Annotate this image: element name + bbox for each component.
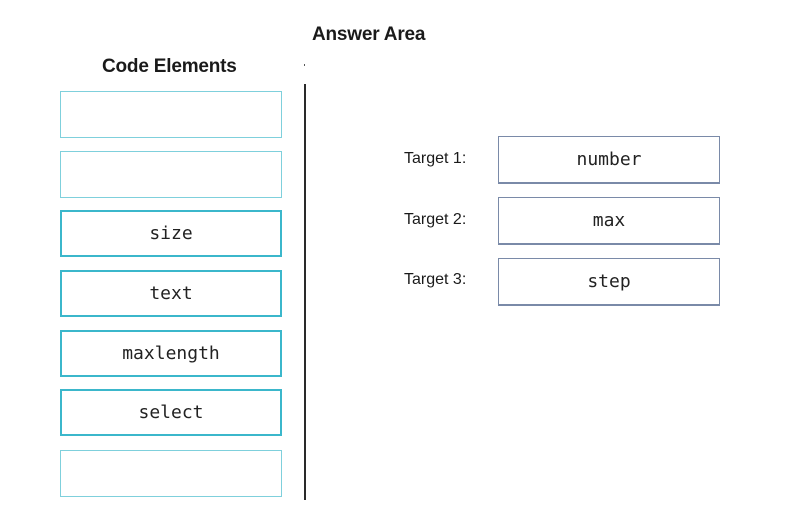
code-element-select[interactable]: select [60,389,282,436]
answer-area-title: Answer Area [312,24,426,45]
target-2-label: Target 2: [404,211,467,228]
code-element-slot-empty[interactable] [60,91,282,138]
code-element-size[interactable]: size [60,210,282,257]
code-elements-title: Code Elements [102,56,237,77]
code-element-slot-empty[interactable] [60,151,282,198]
target-3-drop-box[interactable]: step [498,258,720,306]
target-2-drop-box[interactable]: max [498,197,720,245]
target-3-label: Target 3: [404,271,467,288]
code-element-maxlength[interactable]: maxlength [60,330,282,377]
section-divider [304,84,306,500]
code-element-slot-empty[interactable] [60,450,282,497]
tick-mark [304,64,305,66]
code-element-text[interactable]: text [60,270,282,317]
target-1-drop-box[interactable]: number [498,136,720,184]
target-1-label: Target 1: [404,150,467,167]
